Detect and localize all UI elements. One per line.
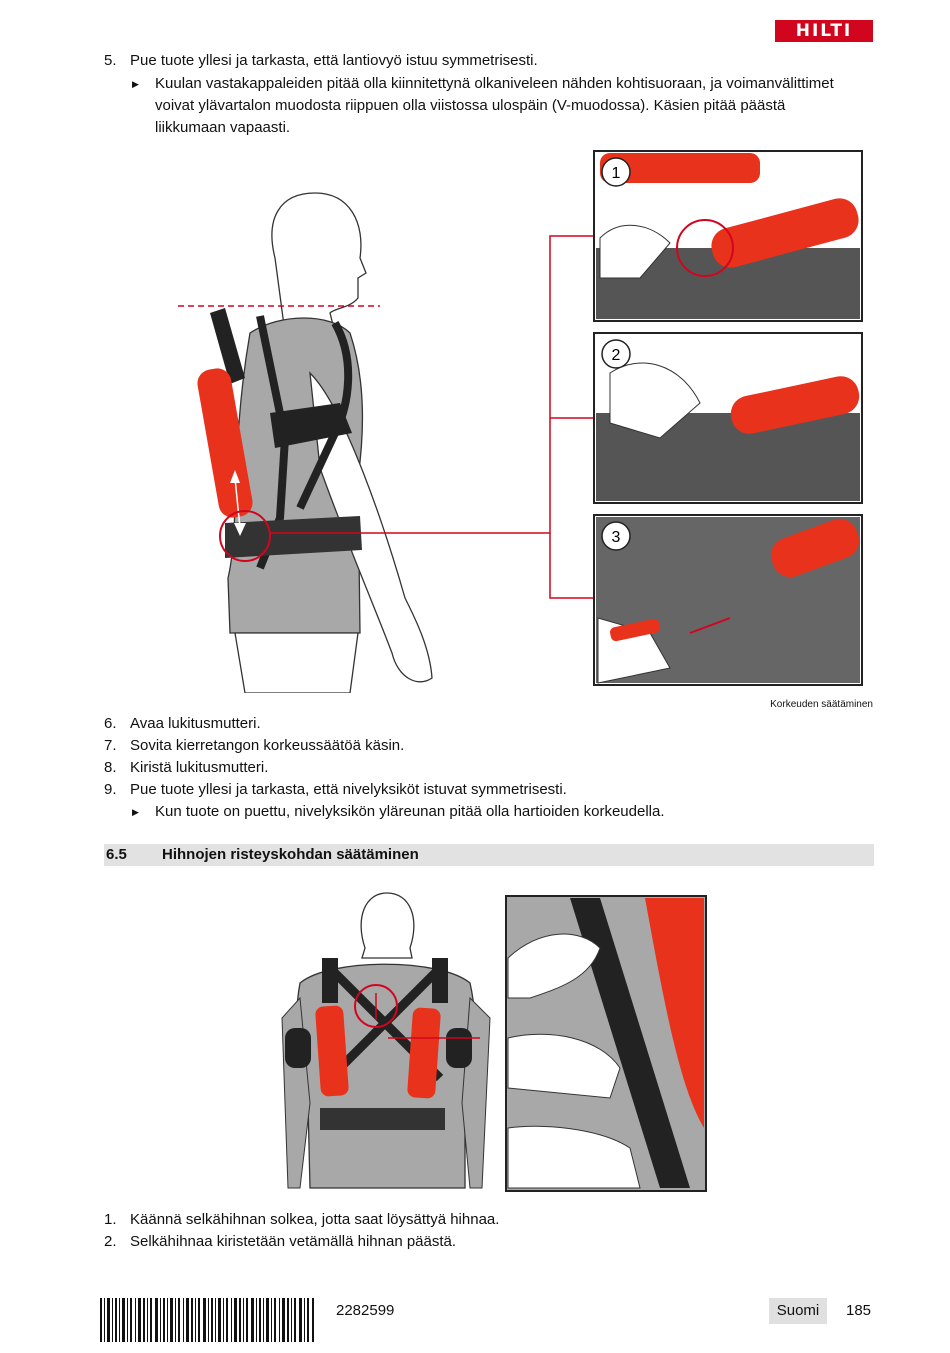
hip-belt bbox=[225, 516, 362, 558]
detail-panel-3 bbox=[593, 514, 863, 686]
actuator-frame bbox=[210, 308, 245, 384]
panel-label-2: 2 bbox=[612, 347, 621, 364]
step-text: Sovita kierretangon korkeussäätöä käsin. bbox=[130, 737, 405, 754]
height-adjustment-figure: 1 2 3 bbox=[178, 150, 863, 693]
height-arrow bbox=[234, 477, 241, 529]
figure-caption: Korkeuden säätäminen bbox=[770, 699, 873, 710]
step-number: 9. bbox=[104, 781, 117, 798]
strap-detail-panel bbox=[505, 895, 707, 1192]
left-frame bbox=[322, 958, 338, 1003]
right-frame bbox=[432, 958, 448, 1003]
connector-line-1 bbox=[270, 235, 594, 534]
step-text: Pue tuote yllesi ja tarkasta, että nivel… bbox=[130, 781, 567, 798]
panel-label-3: 3 bbox=[612, 529, 621, 546]
result-arrow-icon: ▶ bbox=[132, 79, 139, 89]
step-5-result-line3: liikkumaan vapaasti. bbox=[155, 119, 291, 136]
right-arm-cuff bbox=[446, 1028, 472, 1068]
panel-label-1: 1 bbox=[612, 165, 621, 182]
step-5-result-line1: Kuulan vastakappaleiden pitää olla kiinn… bbox=[155, 75, 834, 92]
step-number: 2. bbox=[104, 1233, 117, 1250]
head-back-outline bbox=[360, 892, 415, 959]
right-actuator bbox=[407, 1007, 441, 1099]
page-number: 185 bbox=[846, 1302, 872, 1319]
adjust-point-highlight bbox=[219, 510, 271, 562]
strap-crossing-figure bbox=[281, 892, 707, 1192]
step-5-text: Pue tuote yllesi ja tarkasta, että lanti… bbox=[130, 52, 538, 69]
result-arrow-icon: ▶ bbox=[132, 807, 139, 817]
step-number: 1. bbox=[104, 1211, 117, 1228]
step-5-result: Kuulan vastakappaleiden pitää olla kiinn… bbox=[155, 73, 873, 139]
head-outline bbox=[271, 192, 367, 334]
section-heading-bar bbox=[104, 844, 874, 866]
section-number: 6.5 bbox=[106, 846, 127, 863]
arms-back bbox=[281, 996, 491, 1189]
hips-outline bbox=[234, 632, 359, 693]
hip-belt-back bbox=[320, 1108, 445, 1130]
crossing-highlight bbox=[354, 984, 398, 1028]
step-number: 8. bbox=[104, 759, 117, 776]
language-label: Suomi bbox=[769, 1298, 827, 1324]
detail-panel-2 bbox=[593, 332, 863, 504]
step-text: Kiristä lukitusmutteri. bbox=[130, 759, 269, 776]
step-number: 6. bbox=[104, 715, 117, 732]
detail-panel-1 bbox=[593, 150, 863, 322]
step-9-result: Kun tuote on puettu, nivelyksikön yläreu… bbox=[155, 803, 665, 820]
section-title: Hihnojen risteyskohdan säätäminen bbox=[162, 846, 419, 863]
step-5-number: 5. bbox=[104, 52, 117, 69]
left-arm-cuff bbox=[285, 1028, 311, 1068]
connector-line-3 bbox=[549, 533, 594, 599]
barcode bbox=[100, 1298, 315, 1342]
step-5-result-line2: voivat ylävartalon muodosta riippuen oll… bbox=[155, 97, 786, 114]
step-text: Avaa lukitusmutteri. bbox=[130, 715, 261, 732]
document-number: 2282599 bbox=[336, 1302, 395, 1319]
arm-cuff bbox=[270, 403, 352, 448]
step-text: Käännä selkähihnan solkea, jotta saat lö… bbox=[130, 1211, 500, 1228]
left-actuator bbox=[315, 1005, 349, 1097]
step-text: Selkähihnaa kiristetään vetämällä hihnan… bbox=[130, 1233, 457, 1250]
step-number: 7. bbox=[104, 737, 117, 754]
arm-outline bbox=[309, 371, 433, 683]
hilti-logo: HILTI bbox=[775, 20, 873, 42]
